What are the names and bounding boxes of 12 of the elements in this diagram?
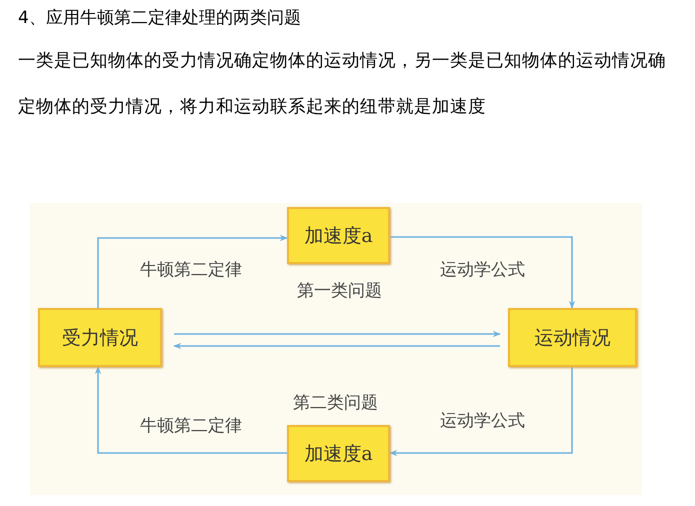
heading: 4、应用牛顿第二定律处理的两类问题 <box>18 7 301 29</box>
arrow <box>389 367 573 456</box>
acceleration-box: 加速度a <box>287 425 390 482</box>
acceleration-box: 加速度a <box>287 207 390 264</box>
arrow <box>97 234 288 308</box>
arrow <box>94 366 287 454</box>
arrow <box>173 342 500 350</box>
motion-box: 运动情况 <box>508 308 637 367</box>
arrow <box>390 236 576 309</box>
force-box: 受力情况 <box>38 308 162 367</box>
description-paragraph: 一类是已知物体的受力情况确定物体的运动情况，另一类是已知物体的运动情况确定物体的受力情况，将力和运动联系起来的纽带就是加速度 <box>18 50 667 119</box>
arrow <box>174 330 501 338</box>
